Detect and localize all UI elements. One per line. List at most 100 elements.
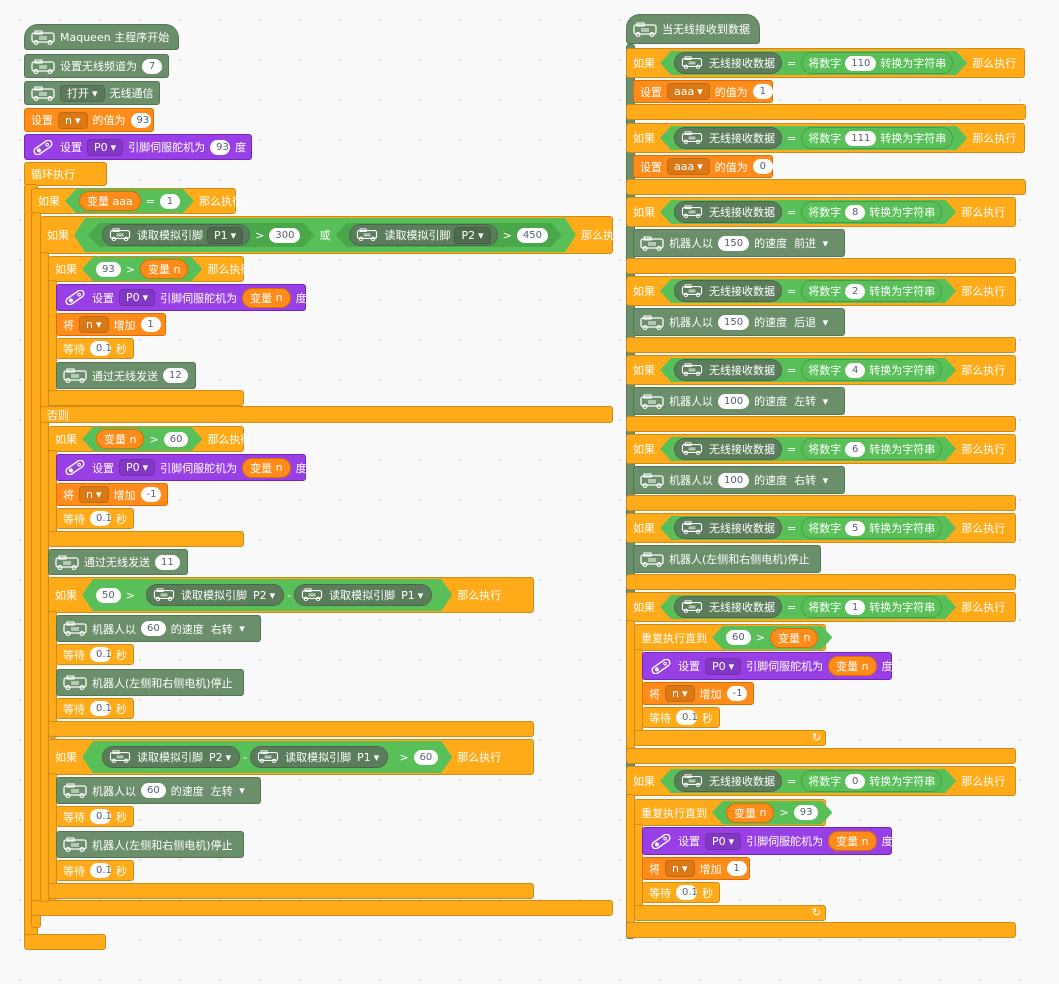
wait-block[interactable]: 等待 0.1 秒 (56, 508, 134, 529)
num-50-input[interactable]: 50 (96, 588, 121, 603)
num-to-string-reporter[interactable]: 将数字 4 转换为字符串 (801, 359, 942, 381)
set-servo-block[interactable]: 设置 P0▾ 引脚伺服舵机为 93 度 (24, 134, 252, 160)
wait-block[interactable]: 等待 0.1 秒 (56, 644, 134, 665)
receive-data-reporter[interactable]: 无线接收数据 (674, 596, 782, 618)
variable-n-reporter[interactable]: 变量 n (828, 656, 877, 676)
num-input[interactable]: 2 (845, 284, 865, 299)
if-receive-110-block[interactable]: 如果 无线接收数据 = 将数字 110 转换为字符串 那么执行 (626, 48, 1025, 78)
send-value-input[interactable]: 11 (155, 554, 180, 570)
n-init-input[interactable]: 93 (130, 112, 151, 128)
robot-move-block[interactable]: 机器人以 100 的速度 左转 ▾ (633, 387, 845, 415)
direction-dropdown[interactable]: 左转 ▾ (794, 394, 829, 409)
speed-input[interactable]: 100 (718, 393, 750, 409)
if-analog-or-block[interactable]: 如果 读取模拟引脚 P1▾ > 300 或 读取模拟引脚 P2▾ > 450 那… (40, 216, 625, 254)
equals-condition[interactable]: 无线接收数据 = 将数字 1 转换为字符串 (660, 595, 956, 619)
gt-condition[interactable]: 93 > 变量 n (82, 257, 202, 281)
wait-input[interactable]: 0.1 (90, 647, 112, 662)
num-to-string-reporter[interactable]: 将数字 6 转换为字符串 (801, 438, 942, 460)
if-receive-1-block[interactable]: 如果 无线接收数据 = 将数字 1 转换为字符串 那么执行 (626, 592, 1016, 622)
read-analog-p2[interactable]: 读取模拟引脚 P2▾ (102, 746, 240, 768)
receive-data-reporter[interactable]: 无线接收数据 (674, 52, 782, 74)
servo-angle-input[interactable]: 93 (210, 139, 231, 155)
var-n-dropdown[interactable]: n▾ (665, 860, 695, 877)
num-input[interactable]: 60 (726, 630, 751, 645)
or-condition[interactable]: 读取模拟引脚 P1▾ > 300 或 读取模拟引脚 P2▾ > 450 (74, 218, 576, 252)
wireless-toggle-block[interactable]: 打开▾ 无线通信 (24, 81, 160, 105)
on-receive-hat[interactable]: 当无线接收到数据 (626, 14, 760, 44)
equals-condition[interactable]: 无线接收数据 = 将数字 4 转换为字符串 (660, 358, 956, 382)
variable-aaa-reporter[interactable]: 变量 aaa (79, 191, 141, 211)
aaa-value-input[interactable]: 1 (752, 84, 773, 99)
pin-dropdown[interactable]: P0▾ (705, 657, 742, 675)
pin-p1-dropdown[interactable]: P1▾ (357, 750, 380, 764)
speed-input[interactable]: 150 (718, 314, 750, 330)
aaa-compare-input[interactable]: 1 (160, 194, 180, 209)
gt-condition[interactable]: 变量 n > 60 (82, 427, 202, 451)
set-aaa-block[interactable]: 设置 aaa▾ 的值为 1 (633, 80, 773, 103)
wait-block[interactable]: 等待 0.1 秒 (642, 707, 720, 728)
equals-condition[interactable]: 无线接收数据 = 将数字 6 转换为字符串 (660, 437, 956, 461)
gt-condition[interactable]: 60 > 变量 n (712, 626, 832, 650)
wait-input[interactable]: 0.1 (676, 710, 698, 725)
set-n-block[interactable]: 设置 n▾ 的值为 93 (24, 108, 154, 132)
num-to-string-reporter[interactable]: 将数字 5 转换为字符串 (801, 517, 942, 539)
change-n-block[interactable]: 将 n▾ 增加 1 (56, 313, 166, 336)
if-93-gt-n-block[interactable]: 如果 93 > 变量 n 那么执行 (48, 256, 251, 282)
receive-data-reporter[interactable]: 无线接收数据 (674, 127, 782, 149)
robot-move-block[interactable]: 机器人以 60 的速度 右转 ▾ (56, 615, 261, 642)
pin-dropdown[interactable]: P0▾ (119, 289, 156, 306)
speed-input[interactable]: 150 (718, 235, 750, 251)
speed-input[interactable]: 100 (718, 472, 750, 488)
receive-data-reporter[interactable]: 无线接收数据 (674, 438, 782, 460)
gt-condition[interactable]: 50 > 读取模拟引脚 P2▾ - 读取模拟引脚 P1▾ (82, 579, 452, 611)
wait-block[interactable]: 等待 0.1 秒 (56, 698, 134, 719)
robot-move-block[interactable]: 机器人以 150 的速度 后退 ▾ (633, 308, 845, 336)
change-n-block[interactable]: 将 n▾ 增加 -1 (56, 483, 168, 506)
wait-input[interactable]: 0.1 (676, 885, 698, 900)
set-servo-n-block[interactable]: 设置 P0▾ 引脚伺服舵机为 变量 n 度 (642, 652, 893, 680)
p2-gt-condition[interactable]: 读取模拟引脚 P2▾ > 450 (335, 223, 561, 247)
if-receive-8-block[interactable]: 如果 无线接收数据 = 将数字 8 转换为字符串 那么执行 (626, 197, 1016, 227)
channel-input[interactable]: 7 (142, 58, 162, 74)
if-receive-6-block[interactable]: 如果 无线接收数据 = 将数字 6 转换为字符串 那么执行 (626, 434, 1016, 464)
receive-data-reporter[interactable]: 无线接收数据 (674, 280, 782, 302)
robot-move-block[interactable]: 机器人以 60 的速度 左转 ▾ (56, 777, 261, 804)
p1-gt-condition[interactable]: 读取模拟引脚 P1▾ > 300 (88, 223, 314, 247)
equals-condition[interactable]: 无线接收数据 = 将数字 5 转换为字符串 (660, 516, 956, 540)
equals-condition[interactable]: 无线接收数据 = 将数字 8 转换为字符串 (660, 200, 956, 224)
direction-dropdown[interactable]: 后退 ▾ (794, 315, 829, 330)
speed-input[interactable]: 60 (141, 621, 166, 636)
variable-n-reporter[interactable]: 变量 n (828, 831, 877, 851)
equals-condition[interactable]: 变量 aaa = 1 (65, 189, 194, 213)
robot-stop-block[interactable]: 机器人(左侧和右侧电机)停止 (56, 669, 244, 696)
set-aaa-block[interactable]: 设置 aaa▾ 的值为 0 (633, 155, 773, 178)
receive-data-reporter[interactable]: 无线接收数据 (674, 770, 782, 792)
var-aaa-dropdown[interactable]: aaa▾ (667, 83, 710, 100)
wait-block[interactable]: 等待 0.1 秒 (56, 860, 134, 881)
variable-n-reporter[interactable]: 变量 n (140, 259, 188, 279)
send-wireless-block[interactable]: 通过无线发送 12 (56, 362, 196, 389)
receive-data-reporter[interactable]: 无线接收数据 (674, 359, 782, 381)
variable-n-reporter[interactable]: 变量 n (96, 429, 144, 449)
read-analog-p1[interactable]: 读取模拟引脚 P1▾ (294, 584, 432, 606)
num-input[interactable]: 4 (845, 363, 865, 378)
gt-condition[interactable]: 变量 n > 93 (712, 801, 832, 825)
change-n-block[interactable]: 将 n▾ 增加 -1 (642, 682, 754, 705)
wait-block[interactable]: 等待 0.1 秒 (642, 882, 720, 903)
increment-input[interactable]: -1 (726, 686, 747, 701)
num-to-string-reporter[interactable]: 将数字 8 转换为字符串 (801, 201, 942, 223)
var-n-dropdown[interactable]: n▾ (58, 111, 88, 129)
num-93-input[interactable]: 93 (96, 262, 121, 277)
p1-threshold-input[interactable]: 300 (269, 228, 300, 243)
if-receive-2-block[interactable]: 如果 无线接收数据 = 将数字 2 转换为字符串 那么执行 (626, 276, 1016, 306)
pin-p2-dropdown[interactable]: P2▾ (252, 588, 276, 602)
p2-threshold-input[interactable]: 450 (517, 228, 548, 243)
set-servo-n-block[interactable]: 设置 P0▾ 引脚伺服舵机为 变量 n 度 (642, 827, 893, 855)
change-n-block[interactable]: 将 n▾ 增加 1 (642, 857, 750, 880)
set-servo-n-block[interactable]: 设置 P0▾ 引脚伺服舵机为 变量 n 度 (56, 284, 307, 311)
num-input[interactable]: 93 (794, 805, 819, 820)
wait-input[interactable]: 0.1 (90, 341, 112, 356)
receive-data-reporter[interactable]: 无线接收数据 (674, 517, 782, 539)
num-60-input[interactable]: 60 (414, 750, 439, 765)
num-60-input[interactable]: 60 (164, 432, 189, 447)
